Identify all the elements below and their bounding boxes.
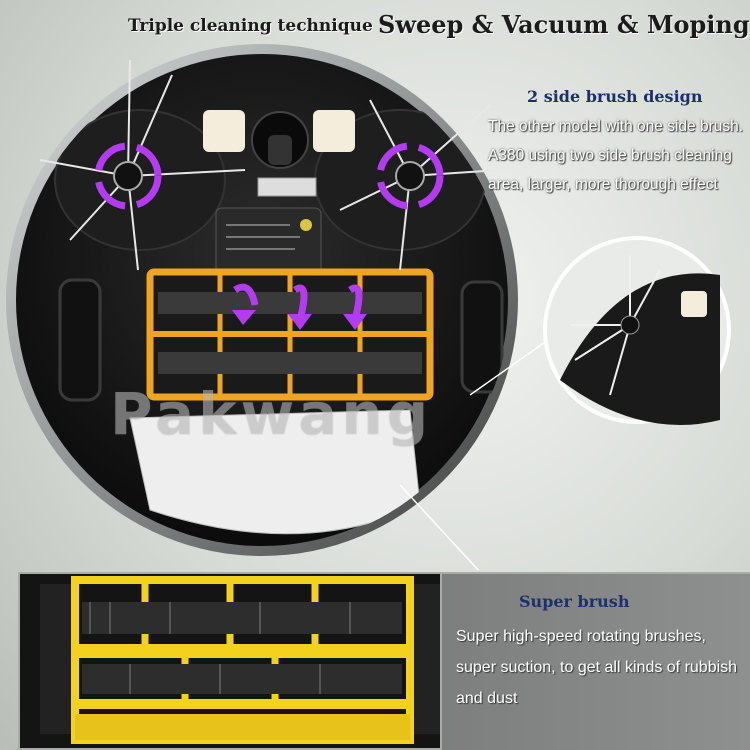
rotation-arrows [94,142,444,321]
vent-grille [257,177,317,197]
drive-wheel-left [58,278,102,402]
callout-line-bottom [399,484,480,570]
headline-sweep-vacuum-moping: Sweep & Vacuum & Moping [378,10,750,39]
side-brush-description: The other model with one side brush. A38… [488,118,744,193]
super-brush-photo [20,574,440,748]
side-brush-left [39,59,246,271]
sensor-right [313,110,355,152]
subtitle-triple-cleaning: Triple cleaning technique [128,16,373,36]
super-brush-title: Super brush [519,592,630,611]
sensor-left [203,110,245,152]
super-brush-text-panel [442,574,750,750]
super-brush-description: Super high-speed rotating brushes, super… [456,628,738,707]
robot-underside-photo [6,44,731,570]
callout-line [469,339,549,396]
side-brush-zoom-detail [543,236,731,425]
side-brush-right [339,99,501,271]
brand-watermark: Pakwang [110,380,433,448]
side-brush-title: 2 side brush design [527,87,703,106]
arrow-heads [232,310,367,330]
drive-wheel-right [460,280,504,394]
spec-label [215,207,322,279]
